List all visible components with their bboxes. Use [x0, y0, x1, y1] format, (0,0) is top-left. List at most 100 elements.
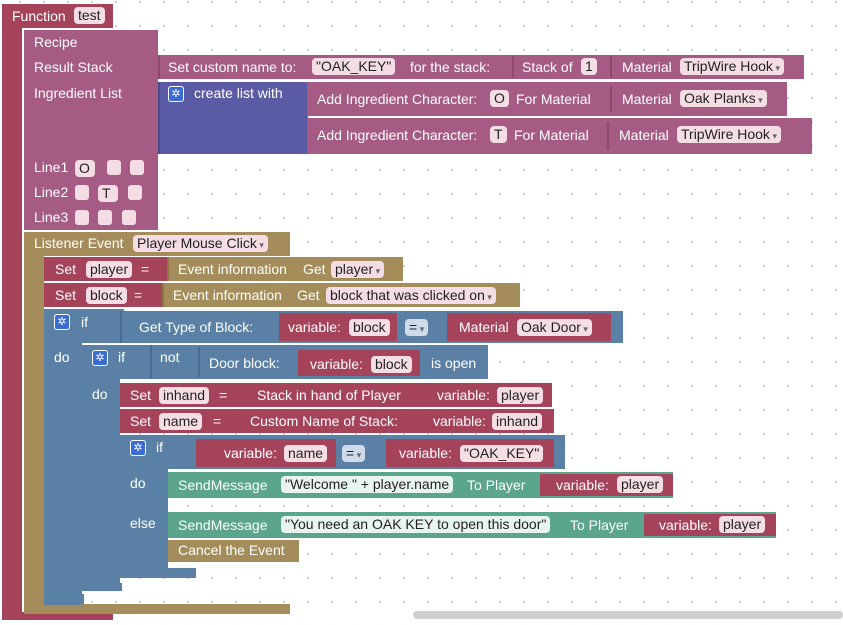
set-name-label: Set [130, 413, 152, 429]
ingredient-2-for-material: For Material [514, 127, 589, 143]
set-name-of-field[interactable]: inhand [492, 413, 543, 430]
set-name-var[interactable]: name [159, 413, 203, 430]
line3-cell-1[interactable] [75, 210, 89, 225]
send-message-1-var[interactable]: player [617, 476, 664, 493]
if2-variable-field[interactable]: block [371, 356, 412, 373]
if3-gear-icon[interactable]: ✲ [130, 440, 146, 456]
line2-cell-2[interactable]: T [98, 185, 118, 202]
result-stack-label: Result Stack [34, 59, 113, 75]
if1-operator-dropdown[interactable]: = [405, 319, 429, 336]
if1-do-label: do [54, 349, 70, 365]
ingredient-1-prefix: Add Ingredient Character: [317, 91, 478, 107]
event-info-get: Get [303, 261, 326, 277]
set-player-eq: = [141, 261, 150, 277]
gear-icon[interactable]: ✲ [168, 86, 184, 102]
if3-operator-dropdown[interactable]: = [342, 445, 366, 462]
stack-count-field[interactable]: 1 [581, 58, 597, 75]
if1-label: if [81, 314, 88, 330]
line1-cell-2[interactable] [107, 160, 121, 175]
result-material-dropdown[interactable]: TripWire Hook [680, 58, 784, 75]
line2-cell-3[interactable] [128, 185, 142, 200]
send-message-2-to: To Player [570, 517, 629, 533]
stack-of-label: Stack of [522, 59, 573, 75]
event-info-label: Event information [178, 261, 287, 277]
set-name-variable-label: variable: [433, 413, 486, 429]
if1-gear-icon[interactable]: ✲ [54, 314, 70, 330]
listener-event-footer [24, 604, 290, 614]
ingredient-1-material-dropdown[interactable]: Oak Planks [680, 90, 767, 107]
set-player-var[interactable]: player [86, 261, 133, 278]
line3-cell-2[interactable] [98, 210, 112, 225]
if3-label: if [156, 439, 163, 455]
send-message-2-text[interactable]: "You need an OAK KEY to open this door" [281, 516, 551, 533]
if3-arm [120, 435, 168, 577]
send-message-1-label: SendMessage [178, 477, 268, 493]
get-type-label: Get Type of Block: [139, 319, 254, 335]
custom-name-of-stack-label: Custom Name of Stack: [250, 413, 398, 429]
send-message-2-label: SendMessage [178, 517, 268, 533]
ingredient-2-char[interactable]: T [490, 126, 507, 143]
if1-variable-label: variable: [288, 319, 341, 335]
function-label: Function [12, 8, 66, 24]
line2-cell-1[interactable] [75, 185, 89, 200]
if2-variable-label: variable: [310, 356, 363, 372]
set-player-label: Set [55, 261, 77, 277]
listener-event-dropdown[interactable]: Player Mouse Click [133, 235, 268, 252]
send-message-2-var[interactable]: player [719, 516, 766, 533]
recipe-label: Recipe [34, 34, 78, 50]
door-block-label: Door block: [209, 355, 280, 371]
if1-material-dropdown[interactable]: Oak Door [517, 319, 592, 336]
send-message-1-text[interactable]: "Welcome " + player.name [281, 476, 454, 493]
custom-name-value[interactable]: "OAK_KEY" [312, 58, 396, 75]
listener-event-arm [24, 232, 44, 614]
ingredient-1-material-label: Material [622, 91, 672, 107]
line1-cell-1[interactable]: O [75, 160, 95, 177]
for-the-stack-label: for the stack: [410, 59, 491, 75]
create-list-label: create list with [194, 85, 283, 101]
horizontal-scrollbar[interactable] [413, 611, 843, 619]
if3-value-field[interactable]: "OAK_KEY" [460, 445, 544, 462]
if1-material-label: Material [459, 319, 509, 335]
if2-arm [82, 345, 120, 591]
send-message-1-variable-label: variable: [556, 477, 609, 493]
if3-do-label: do [130, 475, 146, 491]
if3-variable2-label: variable: [399, 445, 452, 461]
if3-footer [120, 568, 196, 578]
if1-variable-field[interactable]: block [349, 319, 390, 336]
ingredient-2-prefix: Add Ingredient Character: [317, 127, 478, 143]
line3-cell-3[interactable] [122, 210, 136, 225]
send-message-2-variable-label: variable: [659, 517, 712, 533]
set-block-var[interactable]: block [86, 287, 127, 304]
material-label: Material [622, 59, 672, 75]
send-message-1-to: To Player [467, 477, 526, 493]
set-block-eq: = [134, 287, 143, 303]
if2-gear-icon[interactable]: ✲ [92, 350, 108, 366]
line2-label: Line2 [34, 184, 69, 200]
event-info-block-dropdown[interactable]: block that was clicked on [326, 287, 496, 304]
if1-arm [44, 309, 82, 605]
line3-label: Line3 [34, 209, 69, 225]
listener-event-label: Listener Event [34, 235, 124, 251]
line1-cell-3[interactable] [130, 160, 144, 175]
function-name-field[interactable]: test [74, 7, 105, 24]
ingredient-list-label: Ingredient List [34, 85, 122, 101]
if1-footer [44, 594, 84, 604]
if3-variable-field[interactable]: name [284, 445, 328, 462]
ingredient-2-material-dropdown[interactable]: TripWire Hook [677, 126, 781, 143]
ingredient-1-char[interactable]: O [490, 90, 509, 107]
set-inhand-label: Set [130, 387, 152, 403]
not-label: not [160, 349, 180, 365]
function-block[interactable] [2, 4, 22, 618]
set-inhand-of-field[interactable]: player [497, 387, 544, 404]
set-name-eq: = [213, 413, 222, 429]
ingredient-2-material-label: Material [619, 127, 669, 143]
cancel-event-label: Cancel the Event [178, 542, 285, 558]
ingredient-1-for-material: For Material [516, 91, 591, 107]
cancel-event-block[interactable] [168, 540, 299, 562]
event-info-label-2: Event information [173, 287, 282, 303]
event-info-player-dropdown[interactable]: player [331, 261, 385, 278]
if3-variable-label: variable: [224, 445, 277, 461]
set-custom-name-label: Set custom name to: [168, 59, 297, 75]
set-inhand-var[interactable]: inhand [159, 387, 210, 404]
stack-in-hand-label: Stack in hand of Player [257, 387, 401, 403]
